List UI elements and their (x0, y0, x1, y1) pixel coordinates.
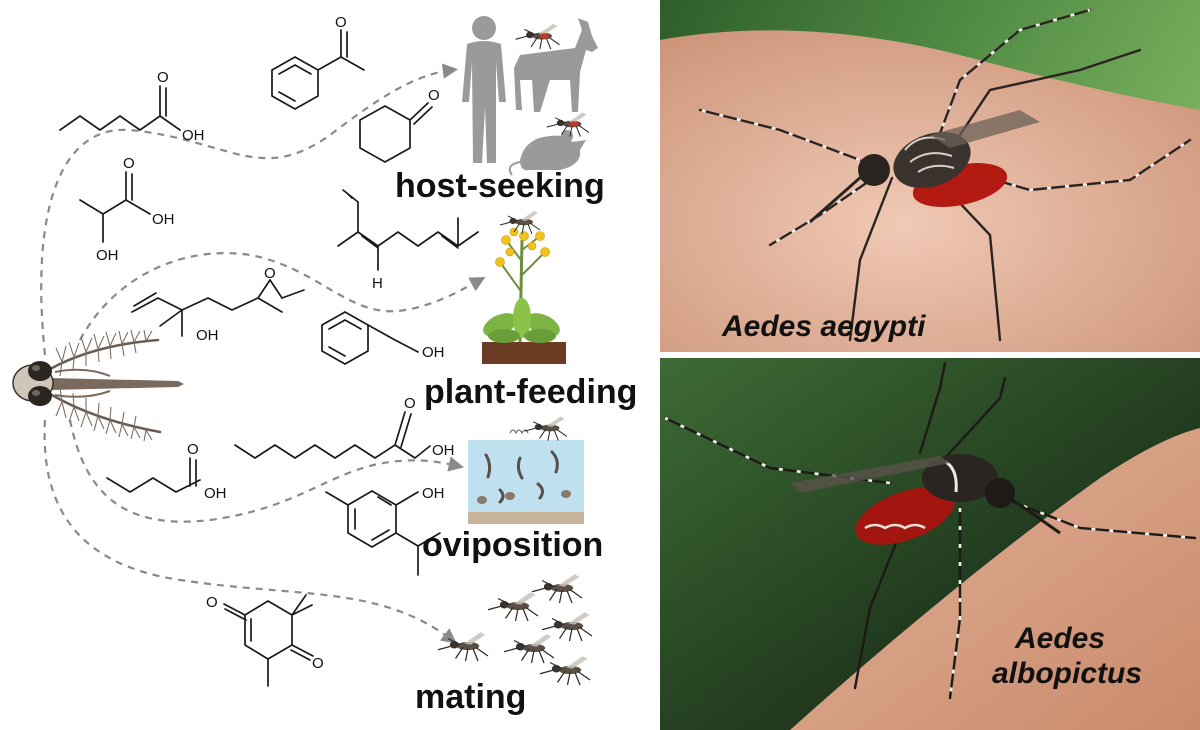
molecule-pentanoic-acid: O OH (106, 441, 227, 502)
human-silhouette-icon (462, 16, 506, 163)
molecule-nonanoic-acid: O OH (234, 395, 455, 459)
molecule-dione: O O (206, 594, 324, 687)
atom-o: O (157, 69, 169, 86)
odor-behavior-diagram: O OH O OH OH O O H (12, 14, 637, 716)
trail-oviposition (68, 419, 465, 523)
goat-silhouette-icon (514, 18, 598, 112)
mosquito-aegypti-icon (698, 8, 1192, 342)
atom-oh: OH (196, 327, 219, 344)
molecule-ocimene: H (337, 189, 479, 292)
photo-aedes-aegypti: Aedes aegypti (660, 0, 1200, 352)
atom-o: O (187, 441, 199, 458)
label-host-seeking: host-seeking (395, 167, 605, 205)
mosquito-albopictus-icon (663, 361, 1197, 700)
mosquito-swarm-icon (437, 573, 593, 686)
mouse-silhouette-icon (508, 130, 586, 176)
mosquito-on-mouse-icon (546, 111, 590, 138)
molecule-lactic-acid: O OH OH (79, 155, 175, 264)
label-oviposition: oviposition (422, 526, 603, 564)
molecule-thymol: OH (325, 485, 445, 576)
atom-oh: OH (152, 211, 175, 228)
molecule-acetophenone: O (271, 14, 365, 110)
atom-o: O (404, 395, 416, 412)
atom-o: O (312, 655, 324, 672)
trail-plant-feeding (79, 252, 486, 341)
atom-oh: OH (422, 344, 445, 361)
label-mating: mating (415, 678, 526, 716)
atom-h: H (372, 275, 383, 292)
photo-aedes-albopictus: Aedes albopictus (660, 358, 1200, 730)
caption-aedes-albopictus-line1: Aedes (1014, 622, 1105, 655)
atom-o: O (123, 155, 135, 172)
mosquito-on-goat-icon (515, 23, 561, 50)
caption-aedes-albopictus-line2: albopictus (992, 657, 1142, 690)
atom-oh: OH (422, 485, 445, 502)
atom-o: O (428, 87, 440, 104)
atom-oh: OH (96, 247, 119, 264)
flowering-plant-icon (482, 210, 566, 364)
atom-o: O (206, 594, 218, 611)
trail-host-seeking (40, 63, 459, 356)
dashed-trails (40, 63, 486, 644)
caption-aedes-aegypti: Aedes aegypti (721, 310, 926, 343)
water-larvae-icon (468, 415, 584, 524)
atom-oh: OH (182, 127, 205, 144)
molecule-linalool-oxide: O OH (131, 265, 305, 344)
atom-o: O (335, 14, 347, 31)
atom-oh: OH (432, 442, 455, 459)
mosquito-head-icon (12, 329, 184, 442)
atom-oh: OH (204, 485, 227, 502)
trail-mating (43, 419, 457, 644)
molecule-benzyl-alcohol: OH (321, 311, 445, 365)
atom-o: O (264, 265, 276, 282)
molecule-hexanoic-acid: O OH (59, 69, 205, 144)
molecule-cyclohexanone: O (359, 87, 440, 163)
label-plant-feeding: plant-feeding (424, 373, 637, 411)
